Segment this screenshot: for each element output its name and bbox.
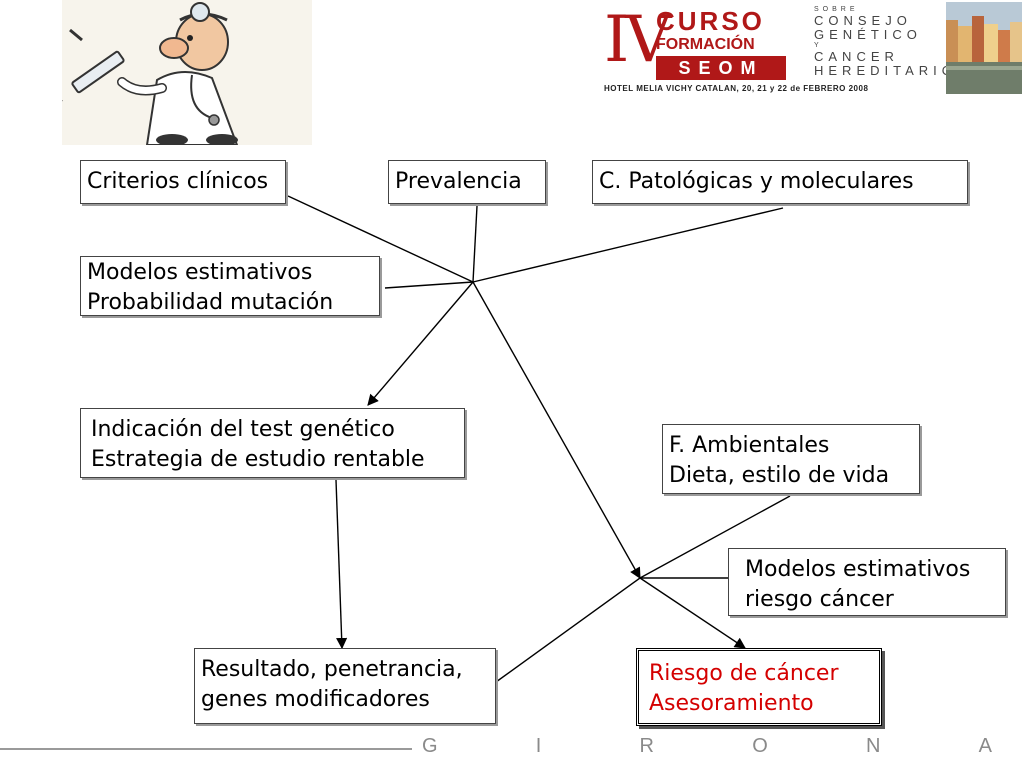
arrow-lower-junction-to-riesgo xyxy=(639,577,746,649)
footer-letter: G xyxy=(422,735,438,757)
line-resultado-to-lower-junction xyxy=(495,577,641,683)
indicacion-line2: Estrategia de estudio rentable xyxy=(91,447,425,472)
line-prevalencia-to-junction xyxy=(472,205,478,283)
box-modelos-probabilidad-mutacion: Modelos estimativos Probabilidad mutació… xyxy=(80,256,380,316)
line-criterios-to-junction xyxy=(287,195,474,283)
logo-seom: SEOM xyxy=(656,56,786,80)
logo-cancer: CANCER xyxy=(814,49,899,64)
footer-letter: A xyxy=(978,735,992,757)
criterios-clinicos-label: Criterios clínicos xyxy=(87,169,269,194)
modelos-riesgo-line1: Modelos estimativos xyxy=(745,557,971,582)
girona-photo-icon xyxy=(946,2,1022,94)
footer-rule xyxy=(0,748,412,750)
box-factores-ambientales: F. Ambientales Dieta, estilo de vida xyxy=(662,424,920,494)
modelos-riesgo-line2: riesgo cáncer xyxy=(745,587,894,612)
footer-letter: O xyxy=(752,735,768,757)
indicacion-line1: Indicación del test genético xyxy=(91,417,395,442)
course-logo: IV CURSO FORMACIÓN SEOM SOBRE CONSEJO GE… xyxy=(600,4,957,99)
box-modelos-riesgo-cancer: Modelos estimativos riesgo cáncer xyxy=(728,548,1006,616)
riesgo-line1: Riesgo de cáncer xyxy=(649,661,839,686)
modelos-mutacion-line2: Probabilidad mutación xyxy=(87,290,334,315)
box-prevalencia: Prevalencia xyxy=(388,160,546,204)
footer-letter: R xyxy=(639,735,654,757)
box-indicacion-test-genetico: Indicación del test genético Estrategia … xyxy=(80,408,465,478)
box-patologicas-moleculares: C. Patológicas y moleculares xyxy=(592,160,968,204)
logo-sobre: SOBRE xyxy=(814,6,859,13)
logo-curso: CURSO xyxy=(656,6,765,36)
doctor-illustration-icon xyxy=(62,0,312,145)
arrow-junction-to-lower-junction xyxy=(472,281,641,579)
footer-girona: G I R O N A xyxy=(422,735,992,758)
footer-letter: N xyxy=(865,735,881,757)
ambientales-line1: F. Ambientales xyxy=(669,433,830,458)
patologicas-label: C. Patológicas y moleculares xyxy=(599,169,914,194)
resultado-line2: genes modificadores xyxy=(201,687,430,712)
arrow-junction-to-indicacion xyxy=(367,281,474,406)
box-riesgo-cancer-asesoramiento: Riesgo de cáncer Asesoramiento xyxy=(636,648,882,726)
logo-hereditario: HEREDITARIO xyxy=(814,63,957,78)
footer-letter: I xyxy=(535,735,542,757)
box-criterios-clinicos: Criterios clínicos xyxy=(80,160,286,204)
logo-hotel-dates: HOTEL MELIA VICHY CATALAN, 20, 21 y 22 d… xyxy=(604,84,869,93)
line-ambientales-to-lower-junction xyxy=(639,495,791,579)
box-resultado-penetrancia: Resultado, penetrancia, genes modificado… xyxy=(194,648,496,724)
logo-y: Y xyxy=(814,42,823,49)
logo-subtitle: SOBRE CONSEJO GENÉTICO Y CANCER HEREDITA… xyxy=(814,6,957,78)
ambientales-line2: Dieta, estilo de vida xyxy=(669,463,890,488)
riesgo-line2: Asesoramiento xyxy=(649,691,814,716)
prevalencia-label: Prevalencia xyxy=(395,169,522,194)
line-modelos-mutacion-to-junction xyxy=(384,281,474,289)
line-patologicas-to-junction xyxy=(472,207,784,283)
resultado-line1: Resultado, penetrancia, xyxy=(201,657,463,682)
modelos-mutacion-line1: Modelos estimativos xyxy=(87,260,313,285)
logo-genetico: GENÉTICO xyxy=(814,27,922,42)
arrow-indicacion-to-resultado xyxy=(335,479,348,650)
logo-consejo: CONSEJO xyxy=(814,13,912,28)
logo-formacion: FORMACIÓN xyxy=(656,36,755,53)
